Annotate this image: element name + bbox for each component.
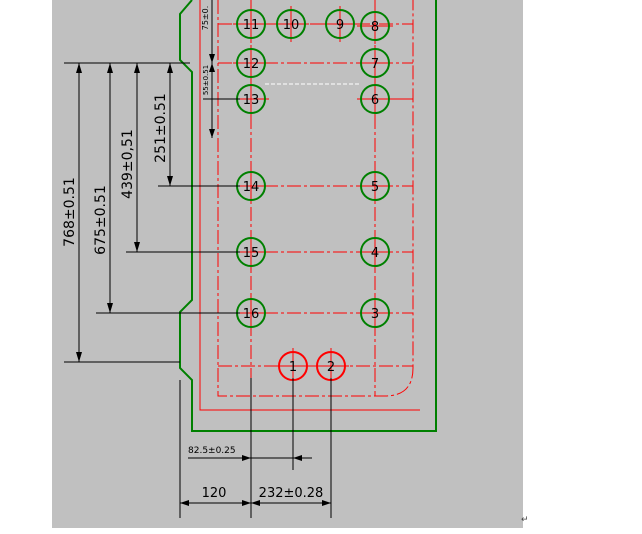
hole-label: 14	[243, 180, 260, 195]
arrow-120-left	[180, 500, 189, 506]
hole-15: 15	[233, 234, 269, 270]
return-mark: ↵	[521, 515, 529, 525]
dim-label-120: 120	[202, 486, 227, 501]
arrow-768-bottom	[76, 352, 82, 362]
hole-10: 10	[273, 6, 309, 42]
hole-label: 8	[371, 20, 379, 35]
hole-label: 16	[243, 307, 260, 322]
dim-label-675: 675±0.51	[93, 185, 109, 255]
hole-ring	[360, 84, 390, 114]
hole-label: 2	[327, 360, 335, 375]
hole-ring	[236, 48, 266, 78]
arrow-75-bottom	[209, 54, 215, 63]
dim-label-768: 768±0.51	[62, 177, 78, 247]
hole-8: 8	[357, 8, 393, 44]
arrow-120-right	[242, 500, 251, 506]
arrow-675-bottom	[107, 303, 113, 313]
arrow-768-top	[76, 63, 82, 73]
hole-label: 11	[243, 18, 260, 33]
hole-6: 6	[357, 81, 393, 117]
hole-label: 1	[289, 360, 297, 375]
dim-label-55: 55±0.51	[202, 65, 210, 95]
hole-ring	[325, 9, 355, 39]
drawing-background	[52, 0, 523, 528]
arrow-439-top	[134, 63, 140, 73]
hole-label: 12	[243, 57, 260, 72]
hole-label: 15	[243, 246, 260, 261]
hole-label: 10	[283, 18, 300, 33]
hole-ring	[360, 298, 390, 328]
hole-label: 3	[371, 307, 379, 322]
hole-ring	[360, 171, 390, 201]
hole-9: 9	[322, 6, 358, 42]
hole-ring	[236, 9, 266, 39]
plate-outer-edge	[179, 0, 437, 432]
hole-ring	[276, 9, 306, 39]
arrow-232-left	[251, 500, 260, 506]
hole-label: 9	[336, 18, 344, 33]
hole-ring	[360, 11, 390, 41]
hole-12: 12	[233, 45, 269, 81]
inner-channel	[217, 0, 414, 397]
dim-label-439: 439±0,51	[120, 129, 136, 199]
dim-label-82: 82.5±0.25	[188, 446, 236, 456]
hole-ring	[360, 48, 390, 78]
arrow-251-bottom	[167, 176, 173, 186]
hole-label: 13	[243, 93, 260, 108]
arrow-55-bottom	[209, 129, 215, 138]
outer-channel-left	[199, 0, 420, 411]
hole-5: 5	[357, 168, 393, 204]
arrow-82-right	[293, 455, 302, 461]
dimension-arrows	[76, 54, 331, 506]
hole-7: 7	[357, 45, 393, 81]
hole-label: 4	[371, 246, 379, 261]
dim-label-75: 75±0.	[201, 6, 210, 31]
arrow-439-bottom	[134, 242, 140, 252]
arrow-675-top	[107, 63, 113, 73]
arrow-232-right	[322, 500, 331, 506]
dim-label-251: 251±0.51	[153, 93, 169, 163]
dimension-labels: 768±0.51 675±0.51 439±0,51 251±0.51 75±0…	[62, 6, 323, 501]
hole-4: 4	[357, 234, 393, 270]
arrow-55-top	[209, 63, 215, 72]
hole-11: 11	[233, 6, 269, 42]
hole-label: 6	[371, 93, 379, 108]
hole-label: 5	[371, 180, 379, 195]
arrow-251-top	[167, 63, 173, 73]
arrow-82-left	[242, 455, 251, 461]
hole-label: 7	[371, 57, 379, 72]
hole-3: 3	[357, 295, 393, 331]
hole-ring	[360, 237, 390, 267]
dim-label-232: 232±0.28	[259, 486, 324, 501]
plate-outline	[179, 0, 437, 432]
